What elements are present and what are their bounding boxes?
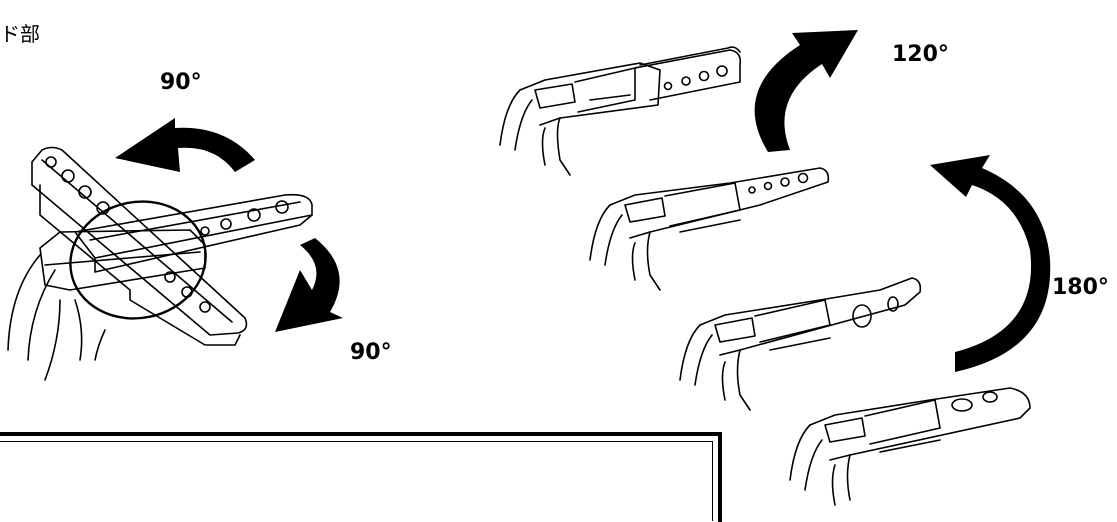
- camera-head-rotation-diagram: [7, 30, 1051, 506]
- tilt-180-angle-label: 180°: [1052, 275, 1109, 300]
- camera-head-tilted-down-icon: [679, 277, 922, 411]
- rotate-left-arrow-icon: [115, 118, 255, 172]
- tilt-120-angle-label: 120°: [892, 42, 949, 67]
- rotate-right-angle-label: 90°: [350, 340, 392, 365]
- rotate-right-arrow-icon: [275, 238, 343, 332]
- camera-head-level-icon: [589, 167, 830, 291]
- note-box-outer-frame: [0, 432, 722, 522]
- swivel-camera-arm-icon: [7, 146, 313, 381]
- note-box-inner-frame: [0, 441, 713, 521]
- camera-head-section-label: ド部: [0, 22, 40, 46]
- tilt-120-arrow-icon: [754, 30, 858, 152]
- rotate-left-angle-label: 90°: [160, 70, 202, 95]
- tilt-180-arrow-icon: [930, 155, 1051, 372]
- camera-head-flipped-180-icon: [789, 387, 1031, 506]
- camera-head-tilted-120-icon: [499, 46, 742, 176]
